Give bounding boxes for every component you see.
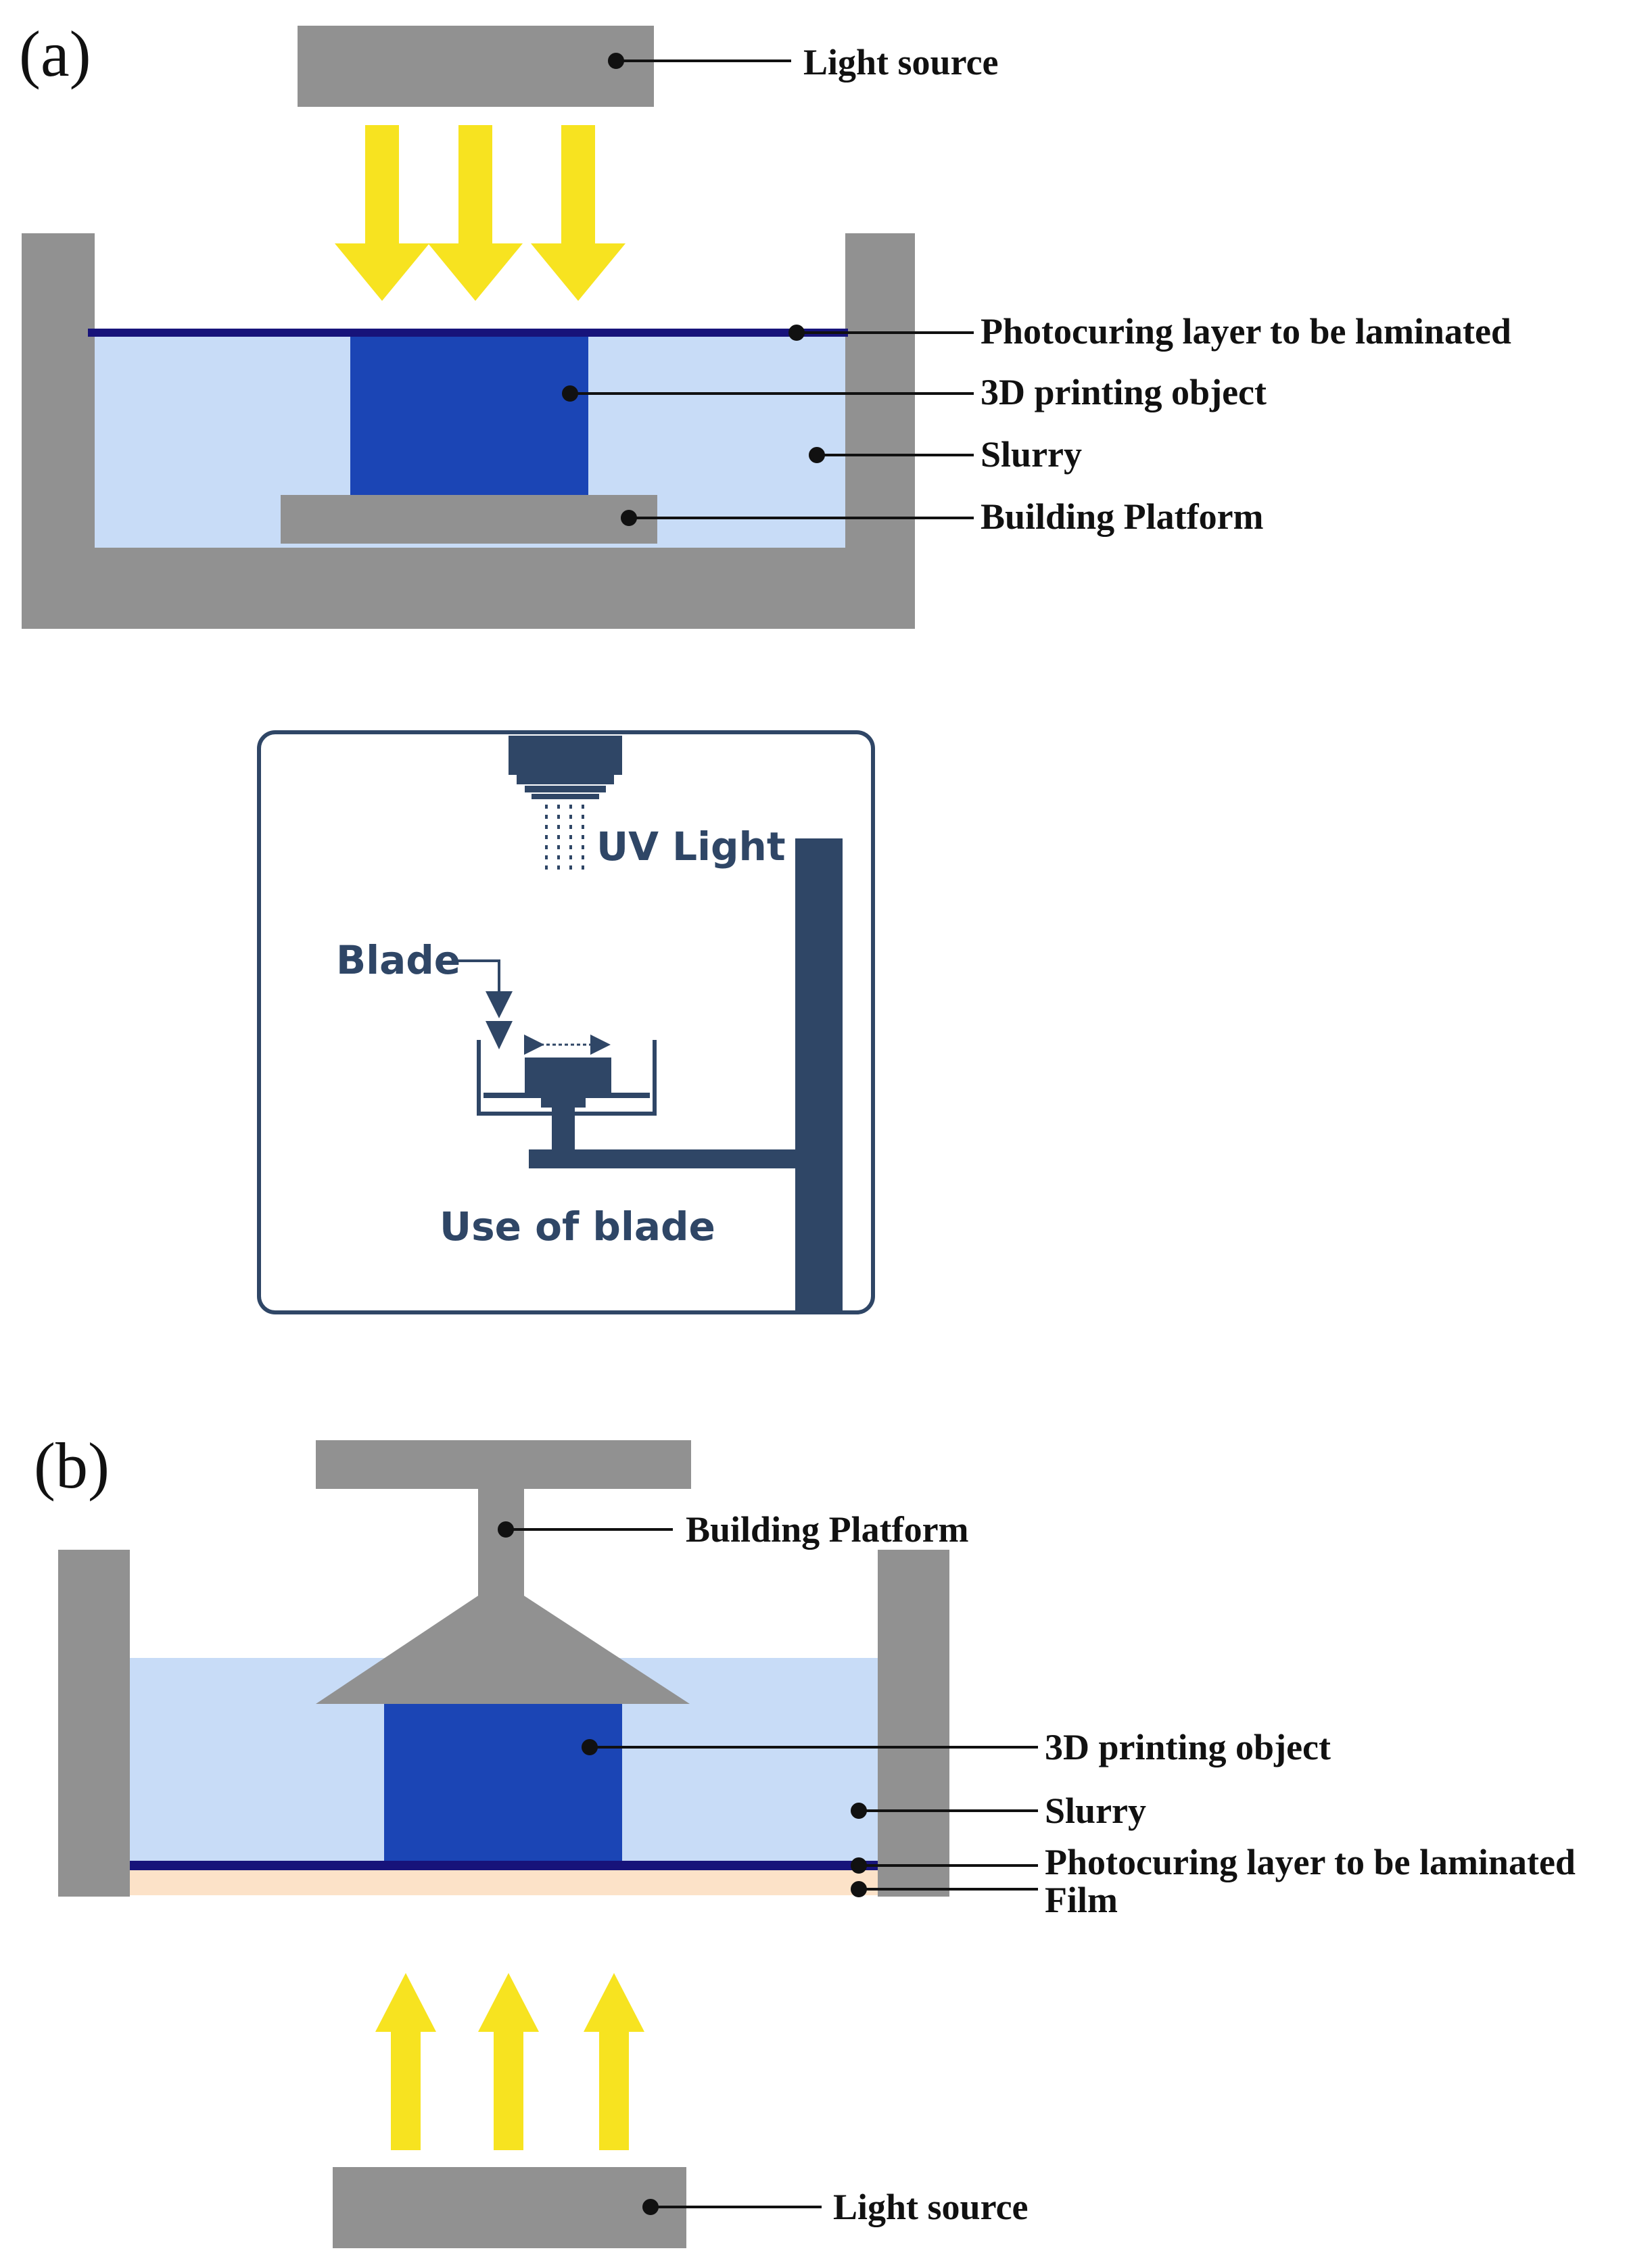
platform-stem <box>552 1103 575 1154</box>
building-platform-b <box>316 1440 691 1704</box>
blade-inset: UV Light Blade Use of blade <box>257 730 875 1314</box>
vat-a <box>22 233 915 629</box>
panel-a-label: (a) <box>19 18 91 90</box>
light-source-a <box>298 26 654 107</box>
slurry-label-b: Slurry <box>1045 1790 1146 1831</box>
vat-wall-right-b <box>878 1550 949 1897</box>
printing-object-label-b: 3D printing object <box>1045 1727 1331 1767</box>
printing-object-label-a: 3D printing object <box>981 372 1267 412</box>
light-source-label-b: Light source <box>833 2187 1029 2227</box>
leaders-a <box>562 53 974 526</box>
photocuring-layer-label-b: Photocuring layer to be laminated <box>1045 1842 1576 1882</box>
light-source-b <box>333 2167 686 2248</box>
uv-rays <box>545 805 584 871</box>
arrow-up-2 <box>478 1973 539 2150</box>
blade-icon <box>486 1021 513 1049</box>
blade-label: Blade <box>336 937 461 983</box>
inset-vat <box>477 1040 657 1116</box>
arrow-up-1 <box>375 1973 436 2150</box>
panel-b-label: (b) <box>34 1429 110 1502</box>
building-platform-label-a: Building Platform <box>981 496 1264 537</box>
z-axis-column <box>795 838 843 1312</box>
printing-object-a <box>350 337 588 495</box>
inset-caption: Use of blade <box>440 1204 715 1250</box>
building-platform-label-b: Building Platform <box>686 1509 969 1550</box>
photocuring-layer-b <box>130 1861 878 1870</box>
photocuring-layer-a <box>88 329 848 337</box>
uv-lamp-icon <box>509 736 622 799</box>
arrow-down-3 <box>531 125 626 301</box>
photocuring-layer-label-a: Photocuring layer to be laminated <box>981 311 1511 352</box>
arrow-up-3 <box>584 1973 644 2150</box>
arrow-down-2 <box>428 125 523 301</box>
blade-leader <box>452 959 513 1018</box>
vat-wall-left-b <box>58 1550 130 1897</box>
film-b <box>130 1870 878 1895</box>
slurry-label-a: Slurry <box>981 434 1082 475</box>
film-label-b: Film <box>1045 1880 1118 1920</box>
panel-b: (b) <box>34 1429 1576 2248</box>
panel-a: (a) Light source Photocuring layer to be <box>19 18 1511 629</box>
uv-light-label: UV Light <box>596 824 786 870</box>
light-arrows-up <box>375 1973 644 2150</box>
leaders-b <box>498 1521 1038 2215</box>
light-source-label-a: Light source <box>803 42 999 82</box>
light-arrows-down <box>335 125 626 301</box>
building-platform-a <box>281 495 657 544</box>
printing-object-b <box>384 1704 622 1866</box>
arrow-down-1 <box>335 125 429 301</box>
